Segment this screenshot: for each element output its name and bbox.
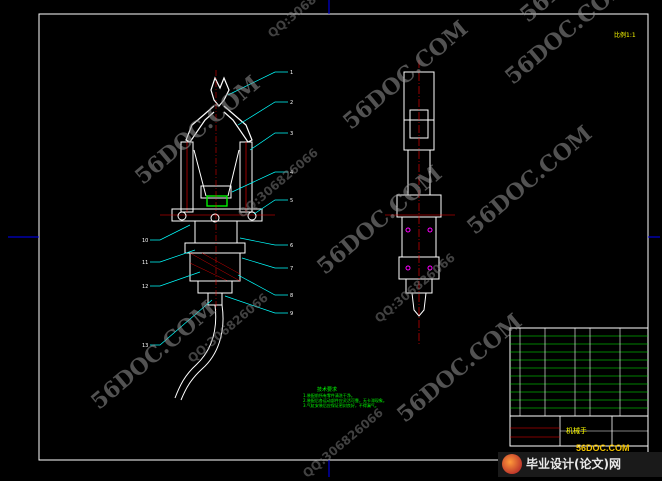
part-number-label: 10 [142, 238, 148, 244]
brand-logo-icon [502, 454, 522, 474]
bom-table [509, 327, 649, 447]
part-number-label: 5 [290, 198, 293, 204]
gripper-front-view [160, 70, 275, 401]
part-number-label: 9 [290, 311, 293, 317]
notes-line: 3.气缸安装后应保证密封良好，不得漏气。 [303, 403, 379, 408]
technical-notes: 技术要求 1.装配前所有零件清洗干净。 2.装配后各运动部件应灵活可靠，无卡滞现… [303, 387, 413, 409]
notes-line: 2.装配后各运动部件应灵活可靠，无卡滞现象。 [303, 398, 387, 403]
part-number-label: 11 [142, 260, 148, 266]
gripper-side-view [385, 60, 455, 345]
leader-lines-left [150, 224, 213, 346]
part-number-label: 12 [142, 284, 148, 290]
notes-title: 技术要求 [317, 387, 338, 393]
part-number-label: 2 [290, 100, 293, 106]
leader-lines-right [224, 71, 288, 314]
brand-banner: 毕业设计(论文)网 [498, 452, 662, 477]
title-block-name: 机械手 [566, 427, 587, 435]
frame-ticks [8, 0, 660, 477]
part-number-label: 6 [290, 243, 293, 249]
brand-url: 56DOC.COM [576, 443, 630, 453]
part-number-label: 4 [290, 170, 293, 176]
part-number-label: 13 [142, 343, 148, 349]
part-number-label: 1 [290, 70, 293, 76]
part-number-label: 3 [290, 131, 293, 137]
scale-label: 比例1:1 [614, 32, 636, 39]
notes-line: 1.装配前所有零件清洗干净。 [303, 393, 355, 398]
part-number-label: 7 [290, 266, 293, 272]
part-number-label: 8 [290, 293, 293, 299]
